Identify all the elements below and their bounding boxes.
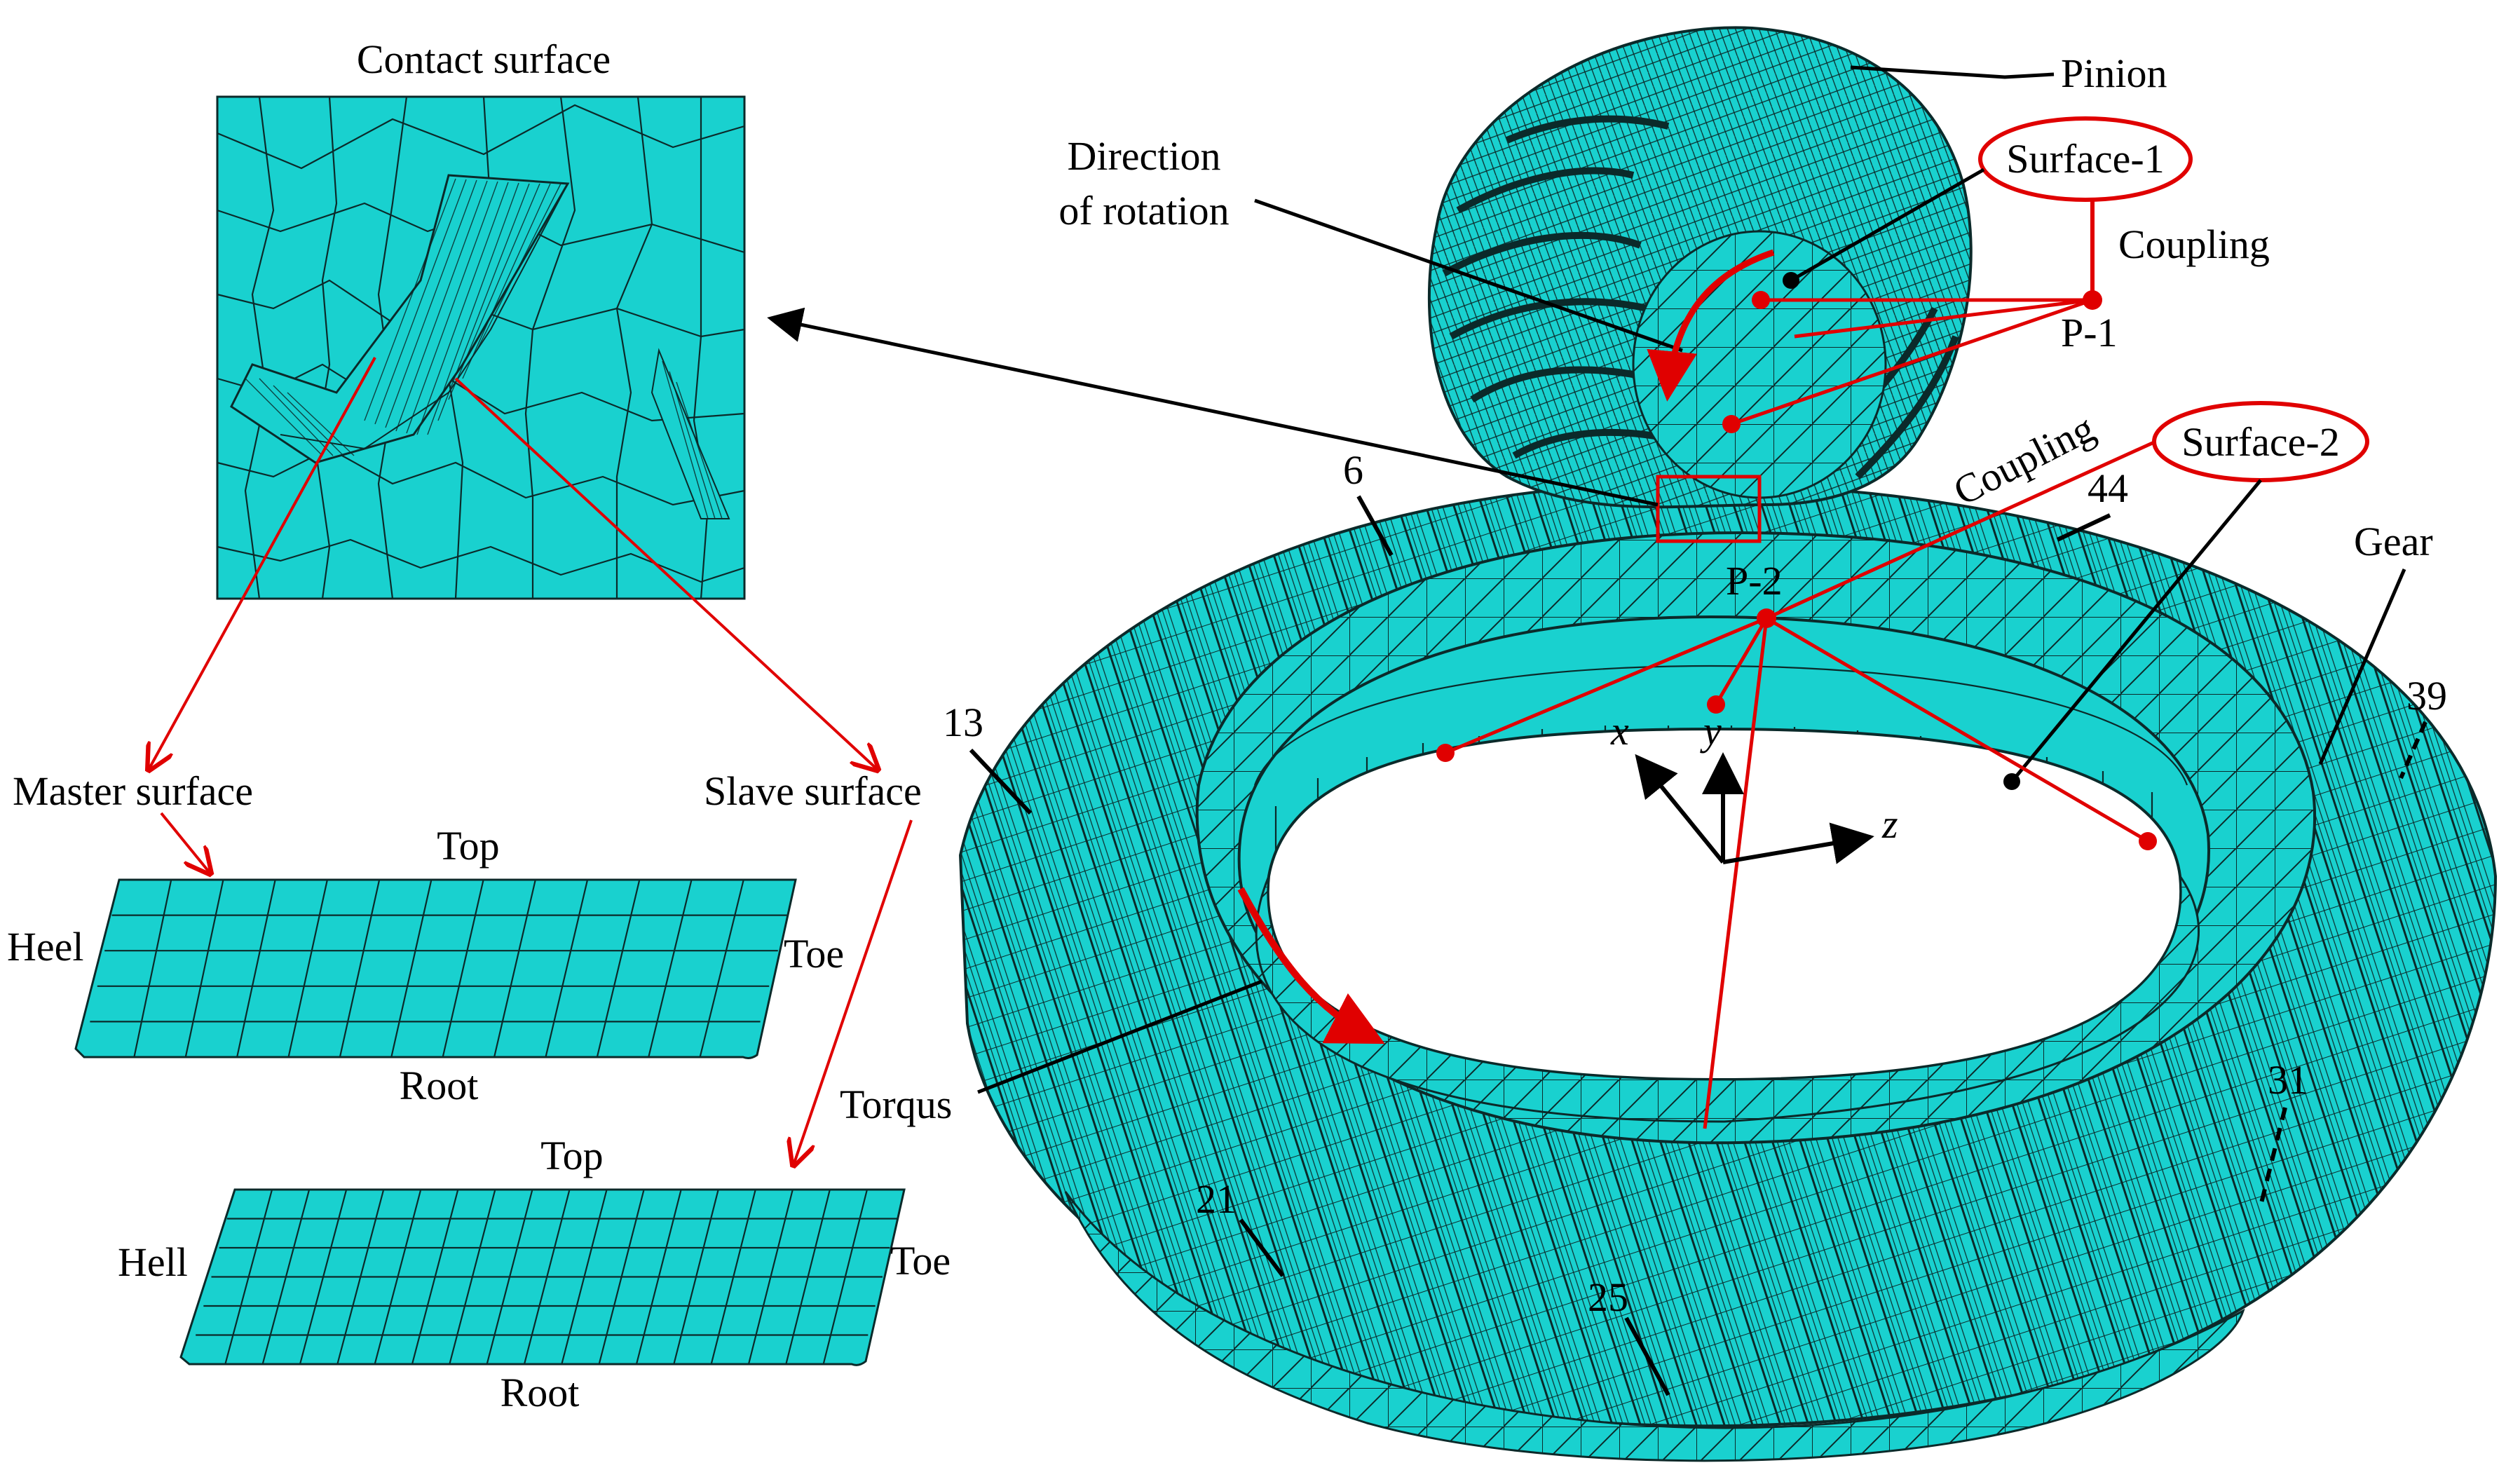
pinion-leader xyxy=(1850,65,2055,79)
mesh-column-line xyxy=(236,879,276,1058)
master-heel-label: Heel xyxy=(7,924,84,969)
direction-label-line2: of rotation xyxy=(1058,188,1229,233)
x-axis-arrow xyxy=(1635,754,1725,864)
tooth-31-leader xyxy=(2259,1107,2287,1206)
slave-leader-arrow xyxy=(454,377,878,770)
surface2-point xyxy=(2003,773,2020,790)
mesh-column-line xyxy=(596,879,641,1058)
tooth-44-leader xyxy=(2056,513,2111,542)
master-leader-arrow xyxy=(149,357,376,770)
mesh-column-line xyxy=(339,879,381,1058)
coupling2-ray-1 xyxy=(1445,616,1767,755)
mesh-column-line xyxy=(184,879,224,1058)
ring-gear xyxy=(958,482,2498,1462)
slave-top-label: Top xyxy=(540,1133,603,1178)
master-root-label: Root xyxy=(400,1063,479,1108)
contact-surface-inset: Contact surface xyxy=(216,36,746,600)
coupling1-node-1 xyxy=(1752,291,1770,309)
y-axis-label: y xyxy=(1700,708,1722,754)
gear-bottom-rim xyxy=(1064,1191,2245,1462)
p1-label: P-1 xyxy=(2061,310,2118,355)
coupling2-node-1 xyxy=(1436,744,1455,762)
coordinate-axes: x y z xyxy=(1610,708,1898,864)
mesh-column-line xyxy=(442,879,484,1058)
contact-right-hatch xyxy=(662,360,723,519)
coupling2-ray-4 xyxy=(1765,616,2149,843)
tooth-number-44: 44 xyxy=(2088,465,2128,511)
gear-annotations: Surface-2 Coupling P-2 x y z Gear Torqus xyxy=(840,401,2447,1396)
torque-arrow xyxy=(1237,887,1385,1044)
contact-surface-tri-mesh xyxy=(217,96,745,599)
surface1-point xyxy=(1783,272,1799,289)
mesh-column-line xyxy=(545,879,589,1058)
tooth-number-39: 39 xyxy=(2406,673,2447,719)
mesh-column-line xyxy=(133,879,172,1058)
master-surface-label: Master surface xyxy=(13,768,253,814)
slave-surface-label: Slave surface xyxy=(704,768,922,814)
surface1-ellipse xyxy=(1978,116,2193,202)
tooth-number-21: 21 xyxy=(1196,1176,1237,1222)
master-to-patch-arrow xyxy=(160,812,210,873)
gear-leader xyxy=(2318,569,2406,765)
inset-pointer-arrow xyxy=(767,307,1659,507)
contact-surface-title: Contact surface xyxy=(357,36,611,82)
surface2-leader xyxy=(2010,479,2262,783)
pinion-label: Pinion xyxy=(2061,50,2167,96)
contact-flank-hatch xyxy=(245,178,561,456)
tooth-25-leader xyxy=(1624,1316,1670,1396)
gear-inner-lower-face xyxy=(1255,872,2200,1123)
pinion xyxy=(1427,26,1973,509)
contact-surface-background xyxy=(216,95,746,600)
p2-label: P-2 xyxy=(1726,558,1783,604)
contact-flank-edge xyxy=(280,175,569,450)
direction-leader xyxy=(1254,198,1683,353)
coupling1-label: Coupling xyxy=(2118,222,2270,267)
master-surface-patch: Top Heel Toe Root xyxy=(7,823,844,1108)
coupling1-ray-3 xyxy=(1731,298,2093,426)
slave-surface-patch: Top Hell Toe Root xyxy=(118,1133,951,1415)
slave-root-label: Root xyxy=(500,1370,580,1415)
mesh-column-line xyxy=(699,879,744,1058)
coupling1-ray-2 xyxy=(1794,298,2093,339)
pinion-rotation-arrow xyxy=(1647,249,1775,402)
coupling2-ray-2 xyxy=(1714,617,1769,706)
surface2-label: Surface-2 xyxy=(2181,419,2339,465)
mesh-column-line xyxy=(287,879,328,1058)
surface1-leader xyxy=(1790,168,1985,282)
tooth-21-leader xyxy=(1239,1218,1285,1277)
slave-heel-label: Hell xyxy=(118,1239,188,1285)
coupling2-link xyxy=(1765,440,2157,620)
torqus-label: Torqus xyxy=(840,1082,952,1127)
tooth-13-leader xyxy=(969,748,1033,815)
gear-label: Gear xyxy=(2354,519,2433,564)
coupling2-label: Coupling xyxy=(1946,405,2102,515)
z-axis-arrow xyxy=(1722,822,1874,864)
torqus-leader xyxy=(977,979,1262,1094)
coupling2-node-2 xyxy=(1707,695,1725,714)
pinion-annotations: Pinion Direction of rotation Surface-1 C… xyxy=(1058,50,2270,433)
tooth-number-13: 13 xyxy=(943,700,983,745)
coupling2-ray-3 xyxy=(1703,618,1769,1129)
z-axis-label: z xyxy=(1881,801,1898,847)
direction-label-line1: Direction xyxy=(1067,133,1220,179)
tooth-6-leader xyxy=(1356,495,1394,557)
mesh-column-line xyxy=(493,879,536,1058)
slave-to-patch-arrow xyxy=(794,819,913,1165)
slave-toe-label: Toe xyxy=(890,1238,951,1284)
tooth-number-31: 31 xyxy=(2268,1057,2308,1103)
surface1-label: Surface-1 xyxy=(2006,136,2164,182)
mesh-column-line xyxy=(648,879,693,1058)
master-top-label: Top xyxy=(437,823,499,869)
contact-zone-box xyxy=(1656,475,1762,543)
x-axis-label: x xyxy=(1610,708,1629,754)
tooth-number-6: 6 xyxy=(1343,447,1363,493)
tooth-39-leader xyxy=(2399,721,2427,780)
coupling1-node-2 xyxy=(1722,415,1741,433)
coupling2-node-3 xyxy=(2139,832,2157,850)
tooth-number-25: 25 xyxy=(1588,1274,1628,1320)
mesh-column-line xyxy=(390,879,433,1058)
master-toe-label: Toe xyxy=(784,931,844,976)
